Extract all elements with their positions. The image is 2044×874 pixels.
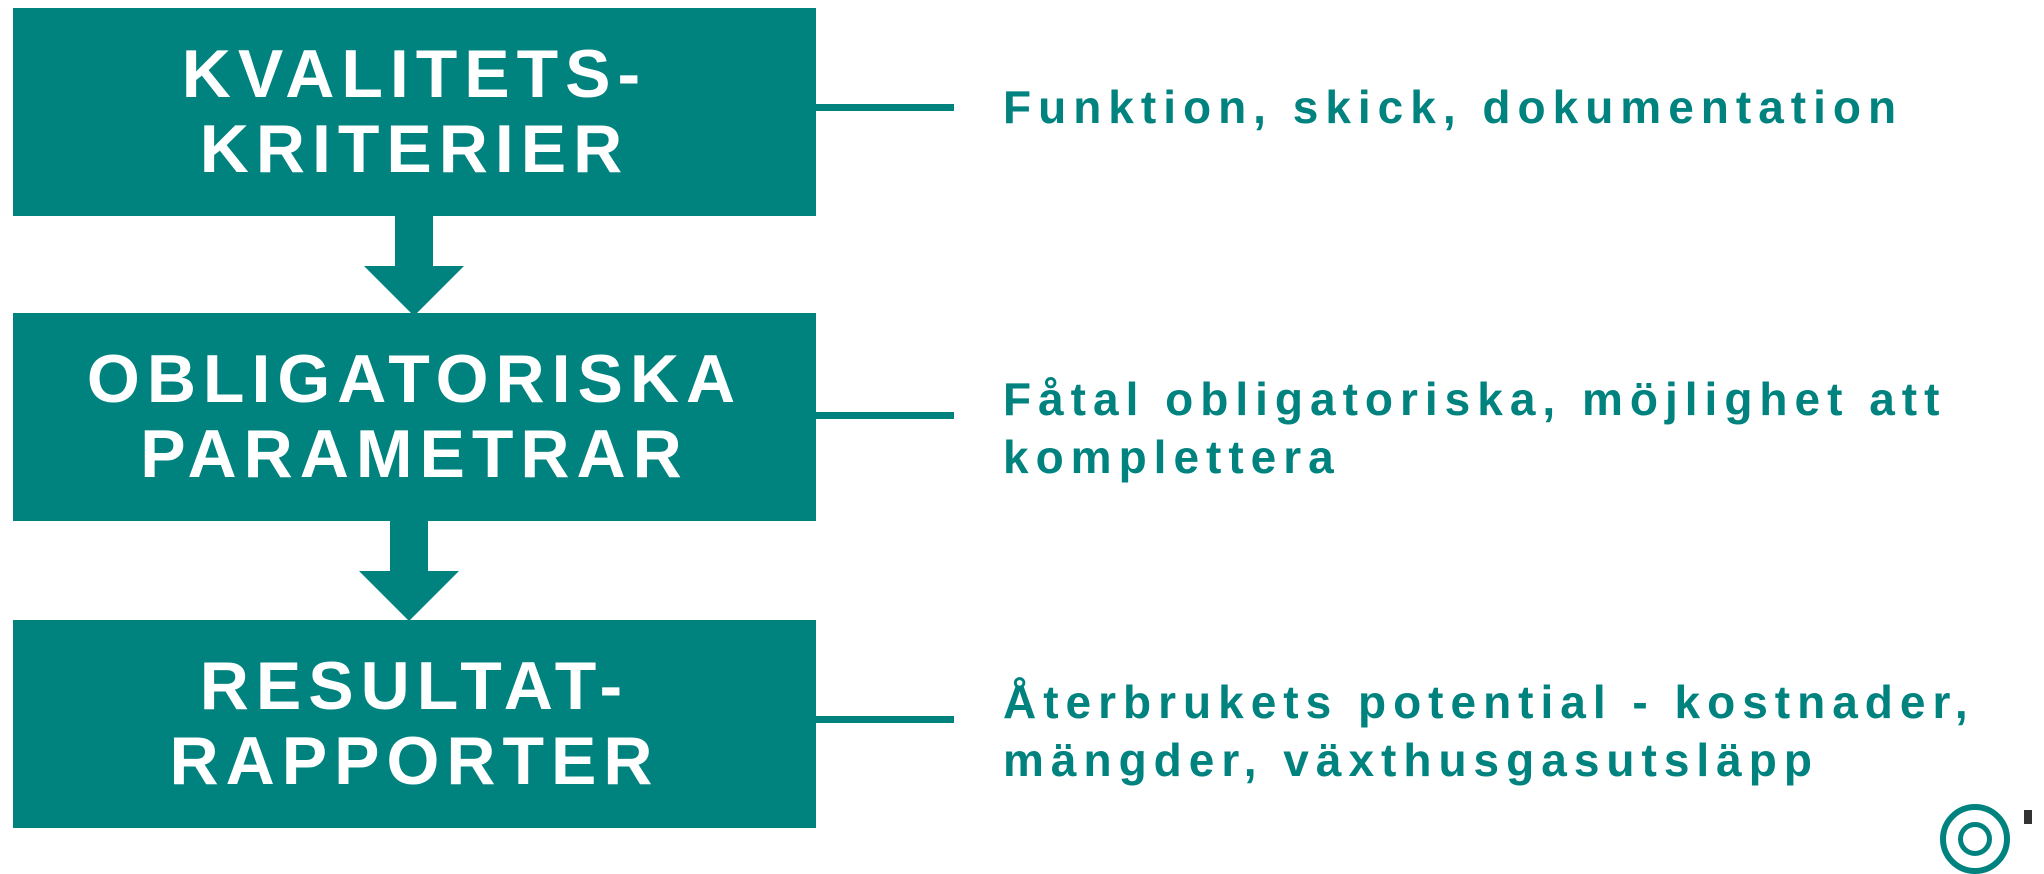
step-title-line: KVALITETS- <box>181 36 648 113</box>
step-box-resultatrapporter: RESULTAT- RAPPORTER <box>13 620 816 828</box>
description-line: Funktion, skick, dokumentation <box>1003 81 1904 133</box>
logo-mark-icon <box>2024 810 2032 824</box>
description-line: komplettera <box>1003 431 1341 483</box>
description-line: Återbrukets potential - kostnader, <box>1003 676 1975 728</box>
partial-circular-logo-icon <box>1940 804 2010 874</box>
down-arrow-icon <box>364 216 464 316</box>
connector-line <box>816 716 954 723</box>
step-title-line: OBLIGATORISKA <box>86 341 743 418</box>
step-title-line: RESULTAT- <box>199 648 630 725</box>
step-description: Återbrukets potential - kostnader, mängd… <box>1003 673 2044 789</box>
description-line: mängder, växthusgasutsläpp <box>1003 734 1819 786</box>
step-title-line: RAPPORTER <box>169 723 660 799</box>
description-line: Fåtal obligatoriska, möjlighet att <box>1003 373 1947 425</box>
step-title-line: KRITERIER <box>199 111 630 187</box>
connector-line <box>816 104 954 111</box>
step-title-line: PARAMETRAR <box>140 416 689 492</box>
step-box-kvalitetskriterier: KVALITETS- KRITERIER <box>13 8 816 216</box>
step-description: Fåtal obligatoriska, möjlighet att kompl… <box>1003 370 2044 486</box>
down-arrow-icon <box>359 521 459 621</box>
step-description: Funktion, skick, dokumentation <box>1003 78 2044 136</box>
connector-line <box>816 412 954 419</box>
step-box-obligatoriska-parametrar: OBLIGATORISKA PARAMETRAR <box>13 313 816 521</box>
